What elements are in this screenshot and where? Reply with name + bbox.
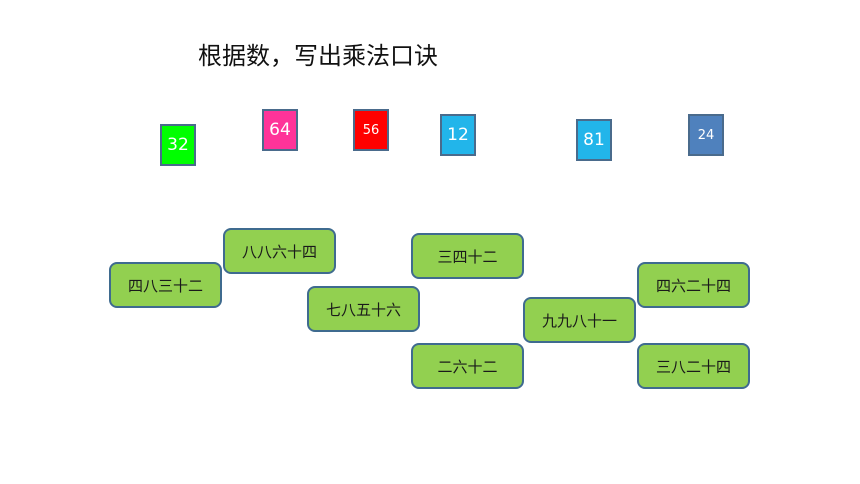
number-tile-81: 81: [576, 119, 612, 161]
rhyme-card-ba-ba-liu-shi-si[interactable]: 八八六十四: [223, 228, 336, 274]
number-tile-12: 12: [440, 114, 476, 156]
number-tile-56: 56: [353, 109, 389, 151]
rhyme-card-san-ba-er-shi-si[interactable]: 三八二十四: [637, 343, 750, 389]
rhyme-card-jiu-jiu-ba-shi-yi[interactable]: 九九八十一: [523, 297, 636, 343]
rhyme-card-si-ba-san-shi-er[interactable]: 四八三十二: [109, 262, 222, 308]
page-title: 根据数，写出乘法口诀: [198, 42, 438, 70]
rhyme-card-san-si-shi-er[interactable]: 三四十二: [411, 233, 524, 279]
rhyme-card-er-liu-shi-er[interactable]: 二六十二: [411, 343, 524, 389]
rhyme-card-qi-ba-wu-shi-liu[interactable]: 七八五十六: [307, 286, 420, 332]
number-tile-32: 32: [160, 124, 196, 166]
number-tile-24: 24: [688, 114, 724, 156]
number-tile-64: 64: [262, 109, 298, 151]
rhyme-card-si-liu-er-shi-si[interactable]: 四六二十四: [637, 262, 750, 308]
